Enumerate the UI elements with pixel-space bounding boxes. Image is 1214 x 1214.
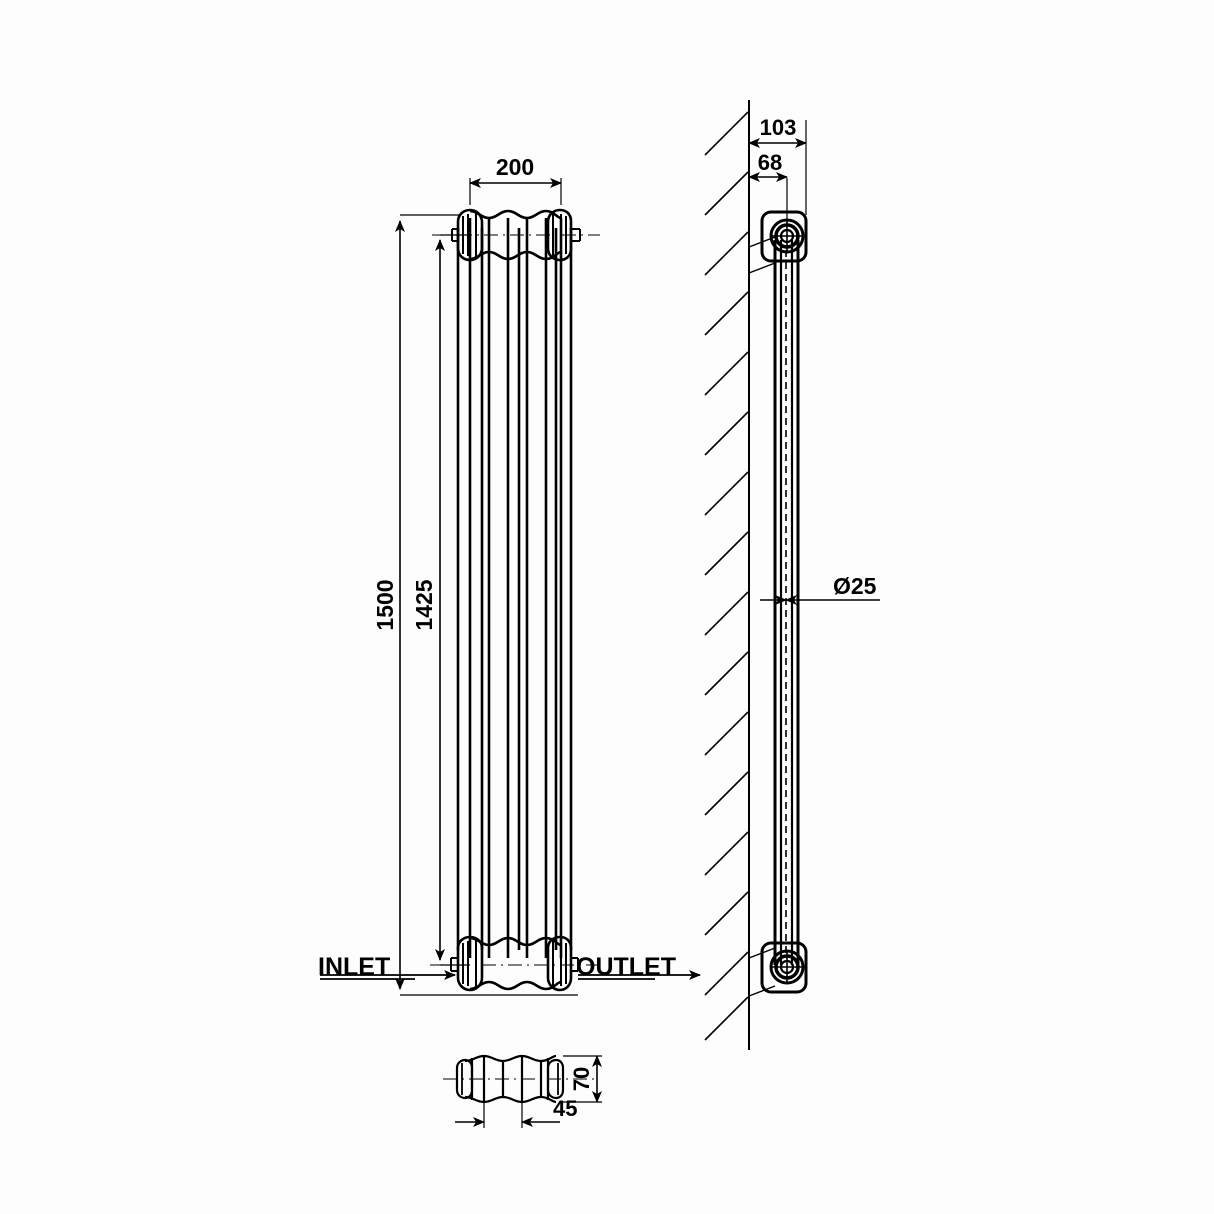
inlet-label: INLET xyxy=(318,953,390,981)
plan-detail-view: 70 45 xyxy=(443,1054,602,1128)
dimension-label-68: 68 xyxy=(758,150,782,175)
inlet-annotation: INLET xyxy=(318,953,456,981)
dimension-label-70: 70 xyxy=(569,1067,594,1091)
dimension-width-200: 200 xyxy=(469,154,562,205)
dimension-label-200: 200 xyxy=(496,154,534,180)
outlet-label: OUTLET xyxy=(576,953,676,981)
bottom-manifold xyxy=(450,935,579,992)
bottom-bracket-leader-2 xyxy=(748,985,776,997)
top-bracket-leader-2 xyxy=(748,262,776,274)
side-bottom-valve-block xyxy=(760,941,808,994)
dimension-label-103: 103 xyxy=(760,115,797,140)
bottom-end-cap-left xyxy=(456,935,484,992)
dimension-label-1500: 1500 xyxy=(372,579,398,630)
wall-hatching xyxy=(704,111,749,1041)
column-tubes xyxy=(456,218,573,958)
bottom-end-cap-right xyxy=(546,935,573,992)
bottom-bracket-leader-1 xyxy=(748,947,776,959)
dimension-label-1425: 1425 xyxy=(411,579,437,630)
plan-right-cap xyxy=(546,1058,565,1100)
dimension-height-1425: 1425 xyxy=(411,234,470,966)
top-scallop-edge xyxy=(469,209,562,220)
dimension-depth-68: 68 xyxy=(748,150,788,222)
front-view-radiator xyxy=(430,208,600,992)
side-section-view: 103 68 Ø25 xyxy=(704,100,880,1050)
dimension-label-dia25: Ø25 xyxy=(833,573,877,599)
dimension-depth-103: 103 xyxy=(748,103,807,215)
bottom-scallop-edge xyxy=(469,980,562,991)
top-bracket-leader-1 xyxy=(748,236,776,248)
top-manifold-lower-edge xyxy=(469,250,562,261)
bottom-manifold-upper-edge xyxy=(469,936,562,947)
outlet-annotation: OUTLET xyxy=(576,953,701,981)
plan-bottom-scallop xyxy=(464,1095,557,1104)
plan-top-scallop xyxy=(464,1054,557,1063)
dimension-pipe-dia-25: Ø25 xyxy=(760,573,880,605)
dimension-label-45: 45 xyxy=(553,1096,577,1121)
dimension-height-1500: 1500 xyxy=(372,214,578,996)
